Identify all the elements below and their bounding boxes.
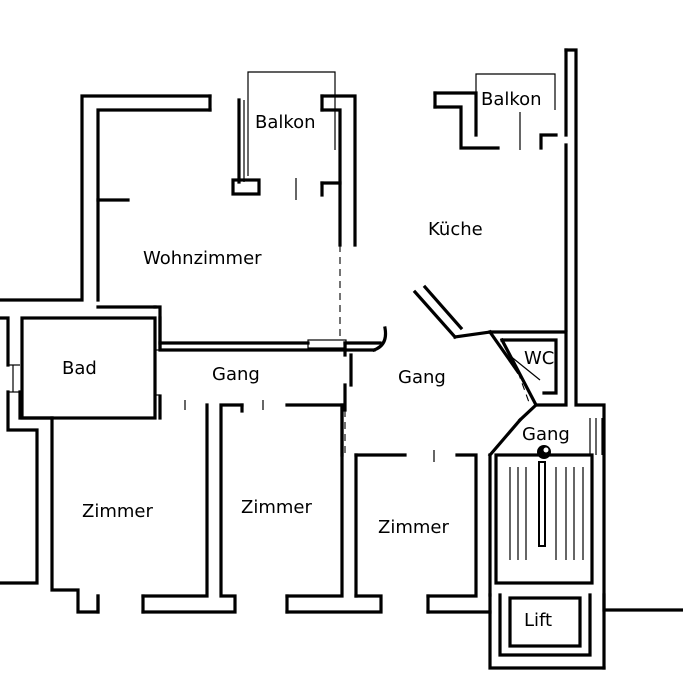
- label-gang-right: Gang: [522, 424, 570, 445]
- label-lift: Lift: [524, 610, 552, 631]
- label-zimmer-1: Zimmer: [82, 501, 153, 522]
- stair-hatching: [509, 445, 584, 560]
- label-zimmer-2: Zimmer: [241, 497, 312, 518]
- label-kueche: Küche: [428, 219, 483, 240]
- label-zimmer-3: Zimmer: [378, 517, 449, 538]
- label-balkon-right: Balkon: [481, 89, 542, 110]
- label-wc: WC: [524, 348, 554, 369]
- label-gang-center: Gang: [398, 367, 446, 388]
- exterior-walls: [0, 48, 683, 670]
- label-wohnzimmer: Wohnzimmer: [143, 248, 262, 269]
- door-openings: [184, 178, 531, 462]
- label-balkon-left: Balkon: [255, 112, 316, 133]
- room-labels: Balkon Balkon Wohnzimmer Küche Bad Gang …: [62, 89, 570, 631]
- label-gang-left: Gang: [212, 364, 260, 385]
- label-bad: Bad: [62, 358, 97, 379]
